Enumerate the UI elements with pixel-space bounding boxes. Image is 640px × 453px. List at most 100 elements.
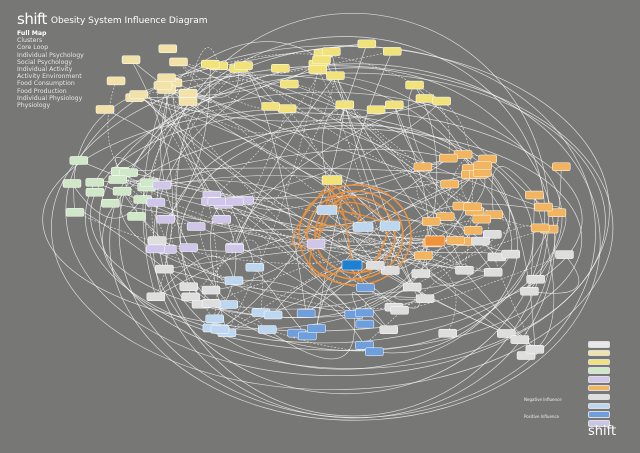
diagram-node[interactable] xyxy=(210,325,230,334)
diagram-node[interactable] xyxy=(497,329,516,338)
diagram-node[interactable] xyxy=(245,263,265,272)
diagram-node[interactable] xyxy=(379,325,398,335)
menu-item-food-consumption[interactable]: Food Consumption xyxy=(17,80,75,88)
diagram-node[interactable] xyxy=(62,179,82,188)
diagram-node[interactable] xyxy=(307,324,326,333)
diagram-node[interactable] xyxy=(280,79,299,89)
menu-item-activity-environment[interactable]: Activity Environment xyxy=(17,73,82,81)
diagram-node[interactable] xyxy=(201,299,221,308)
diagram-node[interactable] xyxy=(322,47,341,56)
diagram-node[interactable] xyxy=(385,100,404,110)
diagram-node[interactable] xyxy=(271,64,290,73)
diagram-node[interactable] xyxy=(277,104,297,113)
diagram-node[interactable] xyxy=(381,266,400,275)
diagram-node[interactable] xyxy=(355,319,375,329)
diagram-node[interactable] xyxy=(510,335,529,344)
diagram-node[interactable] xyxy=(382,47,402,56)
diagram-node[interactable] xyxy=(415,294,435,303)
diagram-node[interactable] xyxy=(129,90,148,99)
diagram-node[interactable] xyxy=(261,102,280,111)
diagram-node[interactable] xyxy=(153,81,173,90)
menu-item-individual-psychology[interactable]: Individual Psychology xyxy=(17,51,84,59)
diagram-node[interactable] xyxy=(157,73,176,83)
diagram-node[interactable] xyxy=(534,202,553,212)
diagram-node[interactable] xyxy=(181,292,200,302)
diagram-node[interactable] xyxy=(555,250,574,259)
diagram-node[interactable] xyxy=(201,59,220,69)
diagram-node[interactable] xyxy=(121,55,141,64)
diagram-node[interactable] xyxy=(411,269,431,278)
diagram-node[interactable] xyxy=(169,57,188,67)
diagram-node[interactable] xyxy=(225,244,244,253)
diagram-node[interactable] xyxy=(379,221,401,231)
diagram-node[interactable] xyxy=(306,239,326,249)
diagram-node[interactable] xyxy=(421,217,441,226)
diagram-node[interactable] xyxy=(402,282,422,292)
diagram-node[interactable] xyxy=(405,80,424,90)
diagram-node[interactable] xyxy=(296,309,316,318)
diagram-node[interactable] xyxy=(390,306,409,315)
diagram-node[interactable] xyxy=(413,251,433,260)
menu-item-clusters[interactable]: Clusters xyxy=(17,37,43,45)
diagram-node[interactable] xyxy=(201,285,221,295)
diagram-node[interactable] xyxy=(335,100,355,109)
diagram-node[interactable] xyxy=(205,314,224,324)
diagram-node[interactable] xyxy=(455,266,474,275)
diagram-node[interactable] xyxy=(432,96,451,106)
diagram-node[interactable] xyxy=(106,76,126,86)
diagram-node[interactable] xyxy=(341,259,363,271)
diagram-node[interactable] xyxy=(152,180,172,190)
diagram-node[interactable] xyxy=(473,161,492,170)
diagram-node[interactable] xyxy=(525,345,545,354)
diagram-node[interactable] xyxy=(158,44,178,54)
diagram-node[interactable] xyxy=(326,71,345,80)
diagram-node[interactable] xyxy=(356,283,375,292)
menu-item-core-loop[interactable]: Core Loop xyxy=(17,44,49,52)
diagram-node[interactable] xyxy=(108,175,128,184)
diagram-node[interactable] xyxy=(352,222,374,232)
diagram-node[interactable] xyxy=(413,162,433,172)
menu-item-physiology[interactable]: Physiology xyxy=(17,102,51,110)
diagram-node[interactable] xyxy=(186,222,206,231)
diagram-node[interactable] xyxy=(415,94,435,103)
diagram-node[interactable] xyxy=(483,230,502,239)
diagram-node[interactable] xyxy=(207,197,227,206)
diagram-node[interactable] xyxy=(178,97,198,106)
diagram-node[interactable] xyxy=(440,179,460,189)
diagram-node[interactable] xyxy=(472,214,492,224)
diagram-node[interactable] xyxy=(438,328,457,338)
diagram-node[interactable] xyxy=(178,88,198,98)
diagram-node[interactable] xyxy=(446,236,465,245)
diagram-node[interactable] xyxy=(366,261,385,270)
diagram-node[interactable] xyxy=(463,202,482,212)
diagram-node[interactable] xyxy=(147,236,167,245)
diagram-node[interactable] xyxy=(146,244,165,254)
diagram-node[interactable] xyxy=(263,310,283,320)
diagram-node[interactable] xyxy=(127,212,146,221)
diagram-node[interactable] xyxy=(424,235,446,247)
diagram-node[interactable] xyxy=(212,215,231,224)
diagram-node[interactable] xyxy=(69,156,89,165)
menu-item-individual-activity[interactable]: Individual Activity xyxy=(17,66,73,74)
diagram-node[interactable] xyxy=(234,61,253,70)
diagram-node[interactable] xyxy=(520,286,539,296)
diagram-node[interactable] xyxy=(146,198,166,207)
diagram-node[interactable] xyxy=(355,308,374,318)
diagram-node[interactable] xyxy=(501,249,520,259)
diagram-node[interactable] xyxy=(101,198,120,208)
diagram-node[interactable] xyxy=(435,212,455,221)
diagram-node[interactable] xyxy=(365,347,384,357)
diagram-node[interactable] xyxy=(179,243,198,252)
diagram-node[interactable] xyxy=(219,300,239,309)
diagram-node[interactable] xyxy=(355,341,374,350)
diagram-node[interactable] xyxy=(85,178,105,187)
diagram-node[interactable] xyxy=(463,226,483,235)
menu-item-social-psychology[interactable]: Social Psychology xyxy=(17,58,73,66)
diagram-node[interactable] xyxy=(552,162,571,172)
diagram-node[interactable] xyxy=(471,236,490,246)
diagram-node[interactable] xyxy=(439,153,458,163)
diagram-node[interactable] xyxy=(357,39,377,49)
menu-item-food-production[interactable]: Food Production xyxy=(17,87,67,95)
diagram-node[interactable] xyxy=(65,208,85,217)
diagram-node[interactable] xyxy=(525,190,544,200)
